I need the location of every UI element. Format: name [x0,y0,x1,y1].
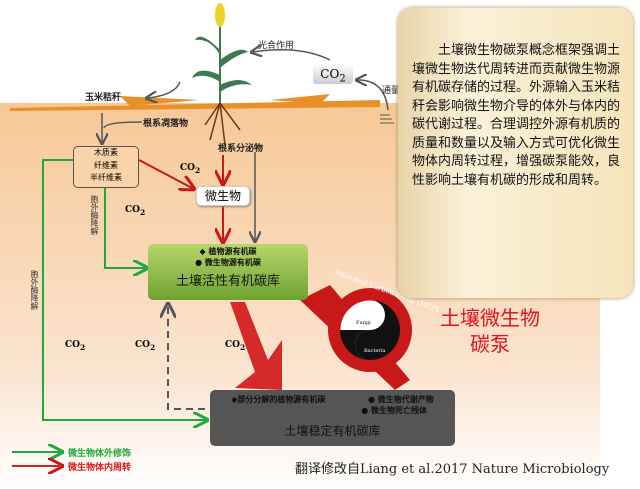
extracellular-degradation-label: 胞外酶降解 [30,270,39,310]
lignin-label: 木质素 [94,148,118,157]
description-text: 土壤微生物碳泵概念框架强调土壤微生物迭代周转进而贡献微生物源有机碳存储的过程。外… [412,43,621,188]
mcp-title: 土壤微生物 碳泵 [430,305,550,357]
stable-carbon-pool: ◆部分分解的植物源有机碳 ● 微生物代谢产物 ● 微生物死亡残体 土壤稳定有机碳… [210,390,455,446]
cellulose-label: 纤维素 [94,160,118,170]
lignocellulose-box: 木质素 纤维素 半纤维素 [73,146,139,188]
co2-label: CO2 [225,340,246,352]
flux-label: 通量 [382,86,401,96]
pool-item: ◆ 植物源有机碳 [199,246,257,256]
mcp-title-line: 土壤微生物 [440,306,540,330]
pool-item: ● 微生物源有机碳 [195,257,261,267]
pool-item: ◆部分分解的植物源有机碳 [231,394,326,404]
extracellular-degradation-label: 胞外酶降解 [90,195,99,235]
photosynthesis-label: 光合作用 [258,41,295,51]
microbes-box: 微生物 [196,186,250,206]
pool-title: 土壤活性有机碳库 [175,274,280,289]
active-carbon-pool: ◆ 植物源有机碳 ● 微生物源有机碳 土壤活性有机碳库 [148,244,308,300]
source-credit: 翻译修改自Liang et al.2017 Nature Microbiolog… [295,462,610,477]
bacteria-label: Bacteria [364,348,386,354]
description-scroll [398,8,633,298]
pool-title: 土壤稳定有机碳库 [284,424,381,438]
co2-label: CO2 [180,163,201,175]
co2-label: CO2 [125,205,146,217]
legend-intracellular: 微生物体内周转 [68,463,132,473]
root-litter-label: 根系凋落物 [143,119,189,129]
co2-label: CO2 [135,340,156,352]
root-exudates-label: 根系分泌物 [218,144,264,154]
legend-extracellular: 微生物体外修饰 [68,449,132,459]
straw-layer [10,94,380,111]
corn-plant-icon [192,3,252,146]
fungi-label: Fungi [356,320,371,326]
pool-item: ● 微生物代谢产物 [367,394,434,404]
microbial-carbon-pump-icon [300,285,412,390]
mcp-title-line: 碳泵 [470,332,510,356]
straw-label: 玉米秸秆 [85,93,122,103]
hemicellulose-label: 半纤维素 [90,173,122,182]
pool-item: ● 微生物死亡残体 [361,405,427,415]
atmospheric-co2: CO2 [313,64,353,84]
co2-label: CO2 [65,340,86,352]
